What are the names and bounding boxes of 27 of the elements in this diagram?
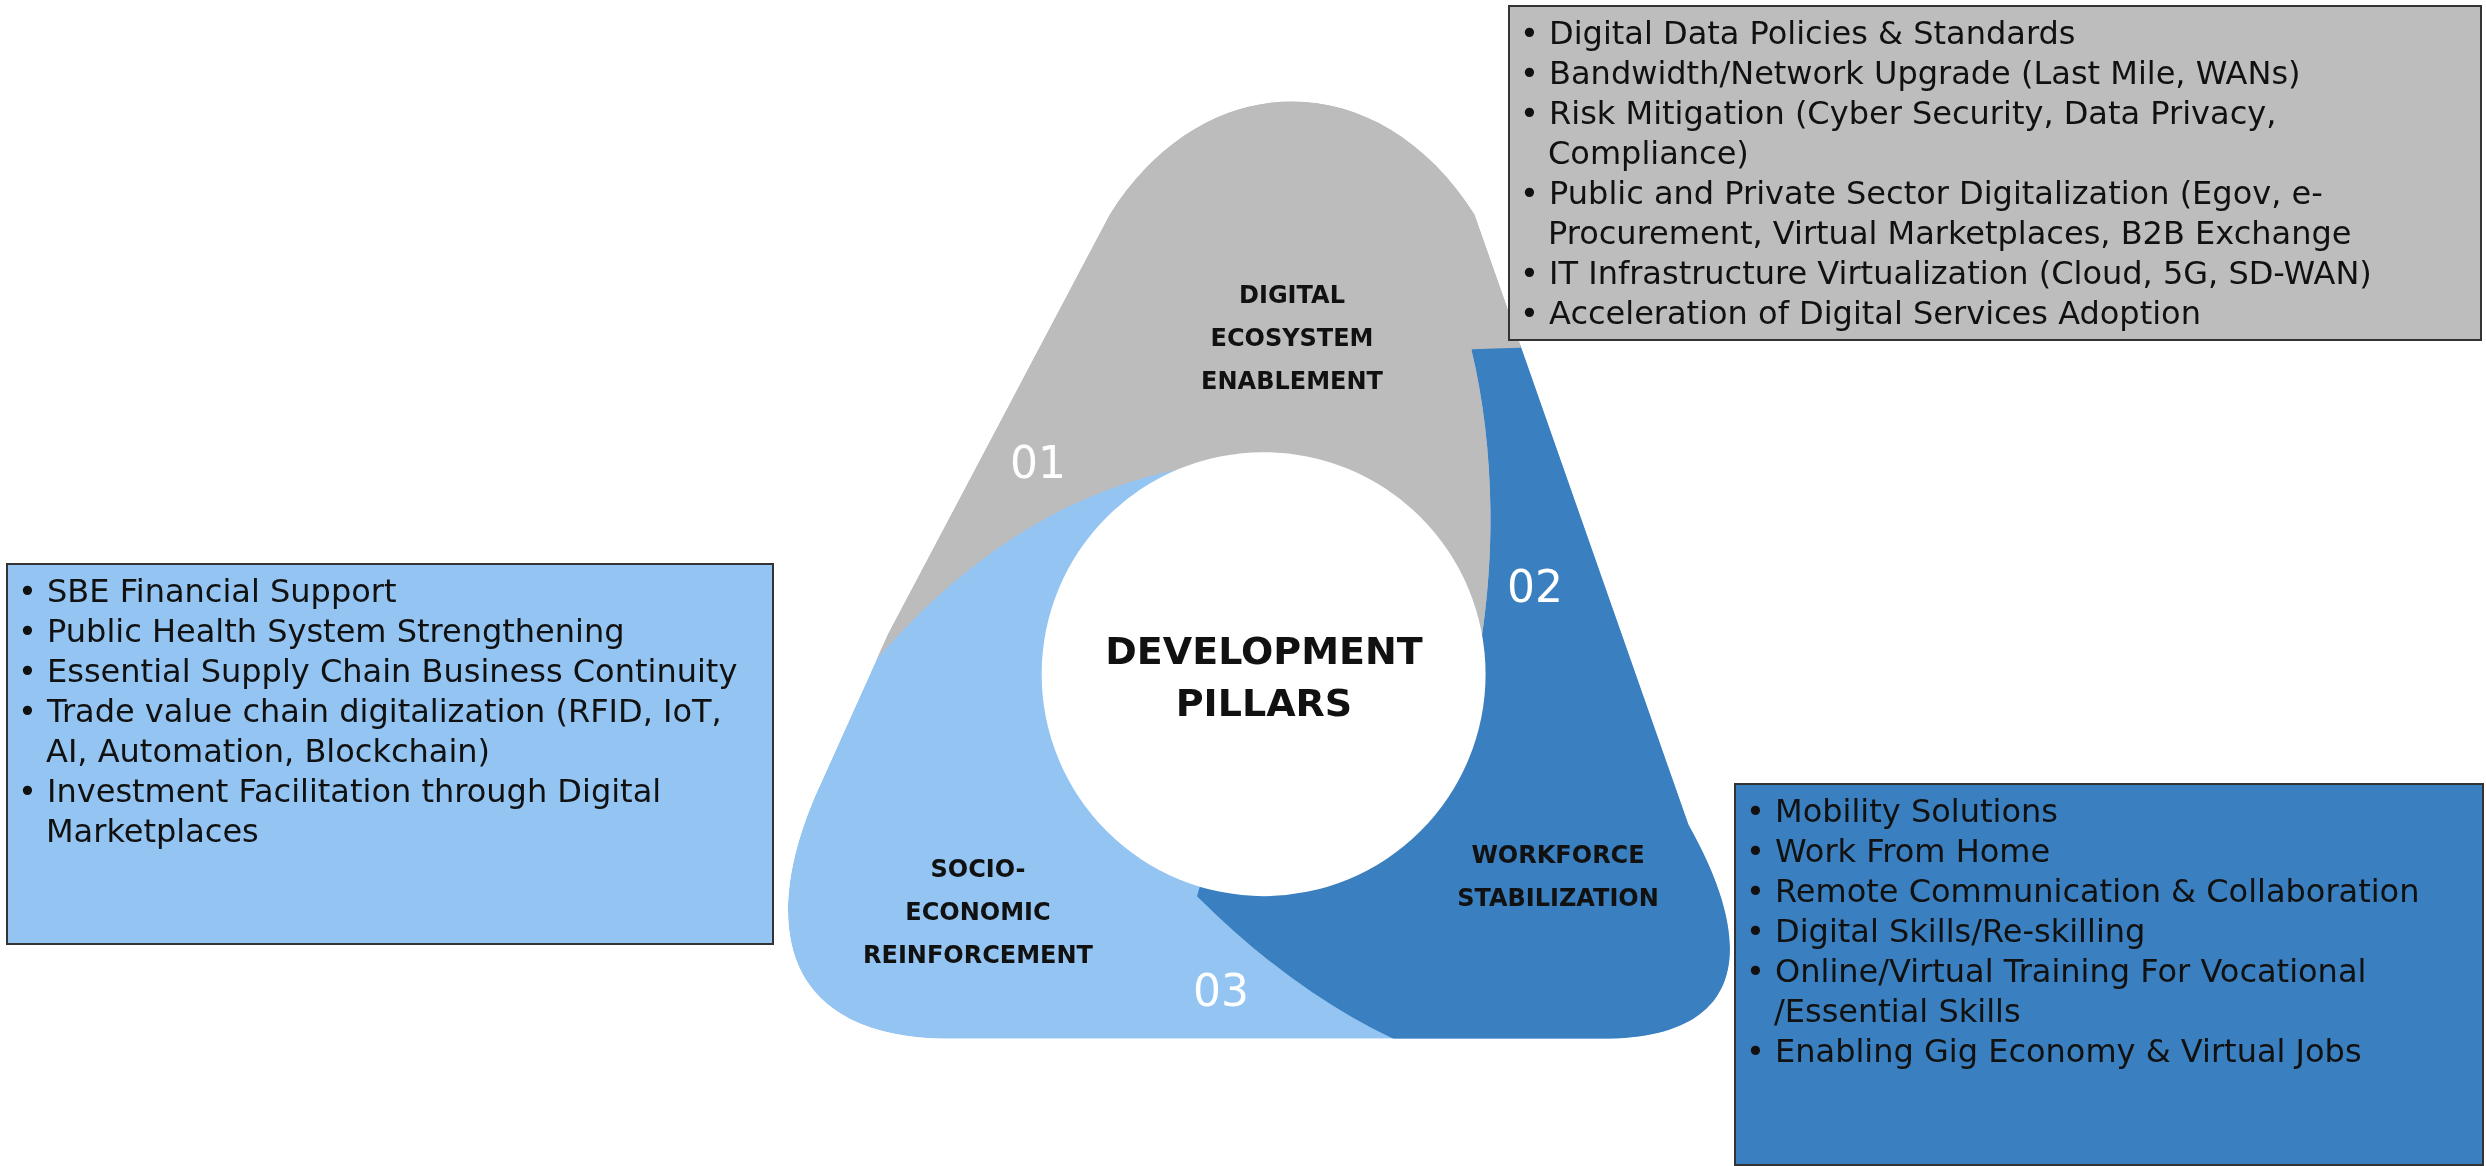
bullet-text: • Digital Data Policies & Standards [1520,13,2077,53]
bullet-text: • Public and Private Sector Digitalization (Egov, e-Procurement, Virtual Marketplaces, B2B Exchange [1520,173,2353,253]
bullet-text: • Work From Home [1746,831,2052,871]
bullet-text: • Digital Skills/Re-skilling [1746,911,2147,951]
info-panel [1734,783,2484,1166]
bullet-text: • Essential Supply Chain Business Continuity [18,651,739,691]
bullet-text: • Remote Communication & Collaboration [1746,871,2421,911]
bullet-text: • Acceleration of Digital Services Adoption [1520,293,2202,333]
pillar-number: 01 [1010,438,1066,488]
pillar-heading: SOCIO-ECONOMIC REINFORCEMENT [863,853,1093,971]
info-panel [6,563,774,945]
bullet-text: • SBE Financial Support [18,571,398,611]
bullet-text: • Online/Virtual Training For Vocational /Essential Skills [1746,951,2368,1031]
bullet-text: • Bandwidth/Network Upgrade (Last Mile, WANs) [1520,53,2302,93]
bullet-text: • Trade value chain digitalization (RFID, IoT, AI, Automation, Blockchain) [18,691,723,771]
pillar-heading: DIGITAL ECOSYSTEM ENABLEMENT [1200,279,1384,397]
bullet-text: • IT Infrastructure Virtualization (Cloud, 5G, SD-WAN) [1520,253,2373,293]
bullet-text: • Mobility Solutions [1746,791,2059,831]
pillar-number: 03 [1193,966,1249,1016]
center-title: DEVELOPMENT PILLARS [1104,628,1424,727]
bullet-text: • Enabling Gig Economy & Virtual Jobs [1746,1031,2363,1071]
bullet-text: • Investment Facilitation through Digital Marketplaces [18,771,663,851]
pillar-number: 02 [1507,562,1563,612]
info-panel [1508,5,2482,341]
bullet-text: • Public Health System Strengthening [18,611,626,651]
pillar-heading: WORKFORCE STABILIZATION [1456,840,1660,914]
bullet-text: • Risk Mitigation (Cyber Security, Data Privacy, Compliance) [1520,93,2278,173]
